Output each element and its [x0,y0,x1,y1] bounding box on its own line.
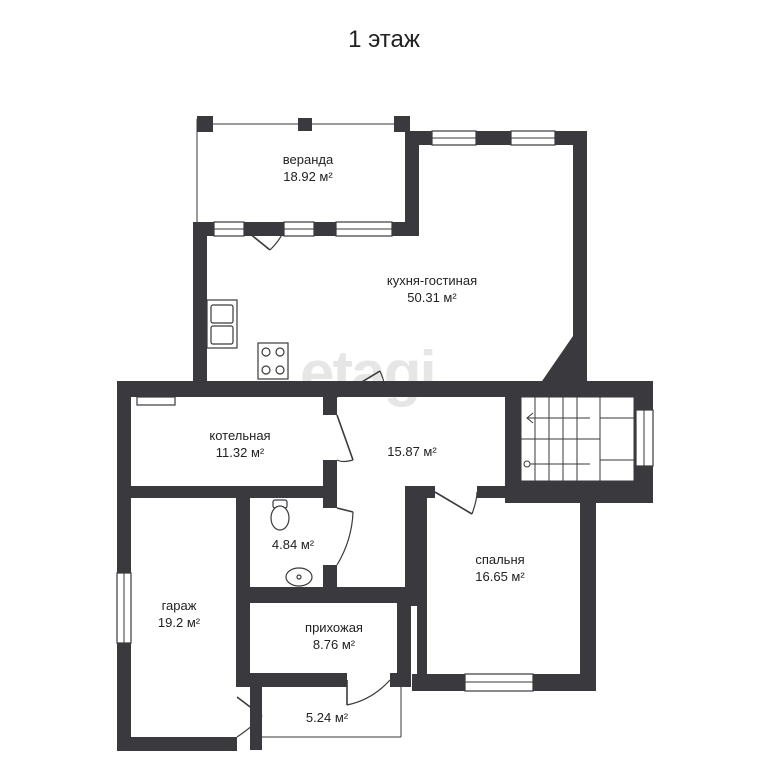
doors [236,228,478,738]
room-name: гараж [161,598,197,613]
room-area: 15.87 м² [387,444,437,459]
room-garage: гараж 19.2 м² [158,597,200,631]
room-area: 16.65 м² [475,569,525,584]
room-kitchen-living: кухня-гостиная 50.31 м² [387,272,477,306]
room-entrance: прихожая 8.76 м² [305,619,363,653]
room-name: кухня-гостиная [386,273,478,288]
room-name: спальня [475,552,525,567]
room-area: 19.2 м² [157,615,201,630]
floor-title: 1 этаж [348,26,420,53]
room-area: 11.32 м² [215,445,265,460]
room-name: котельная [209,428,271,443]
room-area: 4.84 м² [271,537,315,552]
stove [257,342,289,380]
room-hall: 15.87 м² [387,443,436,460]
room-area: 50.31 м² [407,290,457,305]
windows [116,130,654,692]
room-area: 8.76 м² [312,637,356,652]
room-boiler: котельная 11.32 м² [209,427,270,461]
toilet [270,499,290,531]
room-bedroom: спальня 16.65 м² [475,551,524,585]
veranda-structure [196,116,410,222]
kitchen-sink [206,299,238,349]
washbasin [285,567,313,587]
porch-outline [262,687,402,738]
room-area: 18.92 м² [283,169,333,184]
staircase [520,396,635,482]
room-bathroom: 4.84 м² [272,536,314,553]
room-veranda: веранда 18.92 м² [283,151,333,185]
room-name: веранда [282,152,334,167]
room-porch: 5.24 м² [306,709,348,726]
room-area: 5.24 м² [305,710,349,725]
room-name: прихожая [305,620,363,635]
